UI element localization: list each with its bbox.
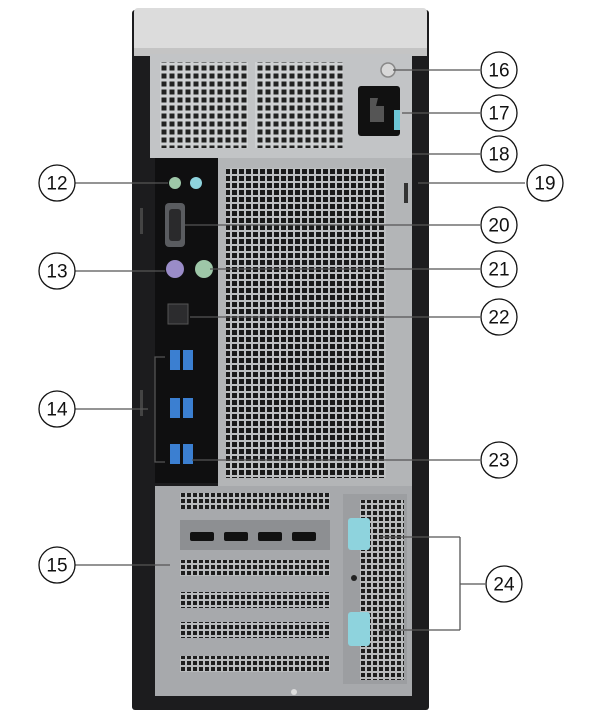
leader-lines: [75, 69, 525, 631]
padlock-loop: [291, 689, 297, 695]
rear-vent: [218, 158, 412, 488]
callout-13: 13: [38, 252, 76, 290]
display-port-icon: [190, 532, 214, 541]
psu-diagnostic-button-icon: [380, 62, 396, 78]
svg-text:20: 20: [488, 216, 509, 237]
callout-17: 17: [480, 94, 518, 132]
usb-port-icon: [183, 398, 193, 418]
ps2-mouse-port-icon: [195, 260, 213, 278]
callouts: 12 13 14 15 16 17 18 19 20 21 22 23 24: [38, 51, 564, 603]
pcie-slot-cover: [180, 493, 330, 509]
psu-release-tab: [394, 110, 400, 130]
callout-20: 20: [480, 206, 518, 244]
callout-12: 12: [38, 164, 76, 202]
display-port-icon: [224, 532, 248, 541]
psu-fan-grille-left: [160, 62, 248, 148]
pcie-slot-cover: [180, 656, 330, 672]
svg-text:13: 13: [46, 262, 67, 283]
svg-text:14: 14: [46, 400, 68, 421]
pcie-slot-cover: [180, 592, 330, 608]
line-in-port-icon: [190, 177, 202, 189]
callout-21: 21: [480, 250, 518, 288]
callout-14: 14: [38, 390, 76, 428]
line-out-port-icon: [169, 177, 181, 189]
callout-19: 19: [526, 164, 564, 202]
svg-text:21: 21: [488, 260, 509, 281]
psu-fan-grille-right: [255, 62, 343, 148]
usb-port-icon: [170, 398, 180, 418]
chassis-slot: [140, 390, 143, 416]
network-port-icon: [167, 303, 189, 325]
vent-grille: [226, 168, 386, 478]
callout-18: 18: [480, 135, 518, 173]
svg-text:23: 23: [488, 451, 509, 472]
top-cap: [134, 8, 427, 54]
usb-port-icon: [170, 350, 180, 370]
cable-cover-slot: [404, 183, 408, 203]
svg-text:12: 12: [46, 174, 67, 195]
ps2-keyboard-port-icon: [166, 260, 184, 278]
svg-text:16: 16: [488, 61, 509, 82]
usb-port-icon: [183, 350, 193, 370]
svg-text:24: 24: [493, 575, 515, 596]
cover-latch-bottom-icon: [348, 612, 370, 646]
svg-text:19: 19: [534, 174, 555, 195]
svg-text:15: 15: [46, 556, 67, 577]
usb-ports-group: [170, 350, 193, 464]
cover-latch-top-icon: [348, 518, 370, 550]
callout-22: 22: [480, 298, 518, 336]
svg-text:17: 17: [488, 104, 509, 125]
callout-15: 15: [38, 546, 76, 584]
usb-port-icon: [183, 444, 193, 464]
expansion-area: [155, 486, 412, 696]
svg-text:22: 22: [488, 308, 509, 329]
svg-text:18: 18: [488, 145, 509, 166]
power-supply: [150, 54, 412, 158]
display-port-icon: [258, 532, 282, 541]
pcie-slot-cover: [180, 560, 330, 576]
display-port-icon: [292, 532, 316, 541]
callout-16: 16: [480, 51, 518, 89]
pcie-slot-cover: [180, 622, 330, 638]
chassis-slot: [140, 208, 143, 234]
usb-port-icon: [170, 444, 180, 464]
callout-24: 24: [485, 565, 523, 603]
callout-23: 23: [480, 441, 518, 479]
rear-io-panel: [140, 158, 225, 483]
